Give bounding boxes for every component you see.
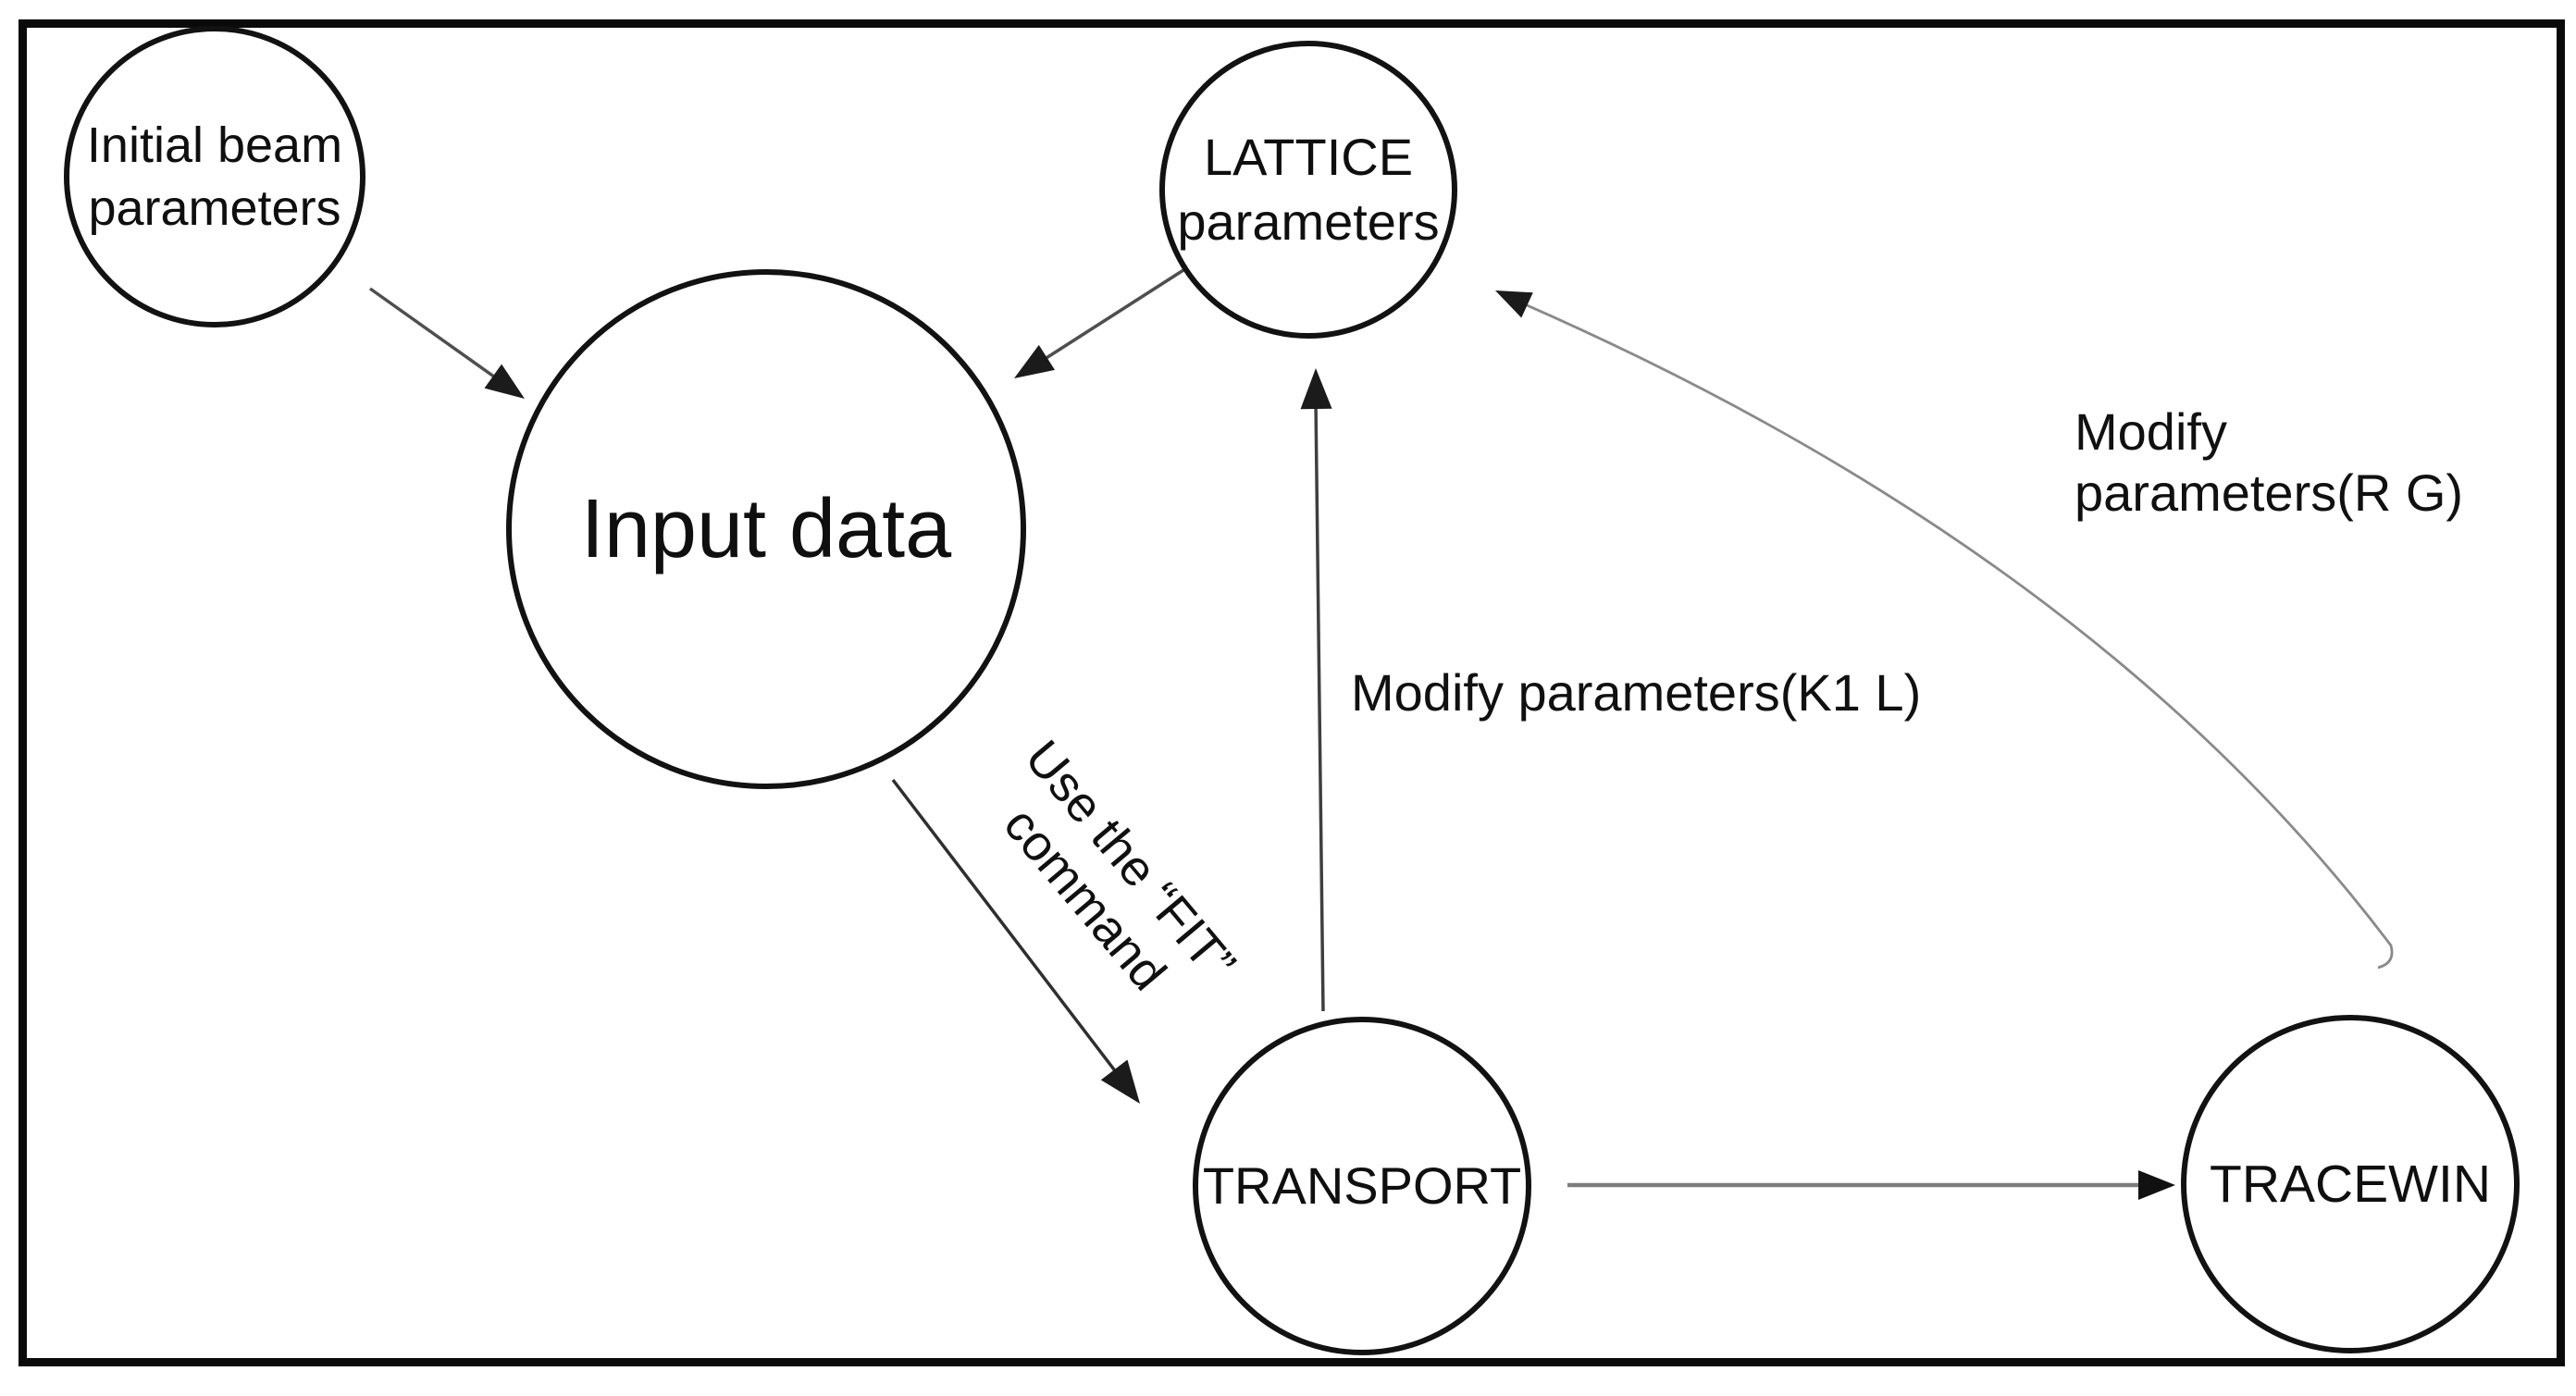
- node-lattice-parameters: LATTICE parameters: [1159, 41, 1457, 339]
- node-transport-label: TRANSPORT: [1202, 1156, 1522, 1215]
- arrowhead-transport-to-tracewin: [2138, 1170, 2175, 1200]
- arrow-initial-to-input: [368, 287, 500, 381]
- node-tracewin-label: TRACEWIN: [2210, 1155, 2491, 1214]
- arrowhead-input-to-transport: [1100, 1059, 1140, 1104]
- arrow-lattice-to-input: [1041, 268, 1184, 363]
- diagram-border-frame: [19, 19, 2565, 1366]
- node-input-data-label: Input data: [580, 483, 952, 575]
- arrowhead-tracewin-to-lattice: [1495, 290, 1533, 318]
- arrowhead-initial-to-input: [484, 364, 525, 399]
- node-tracewin: TRACEWIN: [2181, 1015, 2520, 1353]
- arrowhead-transport-to-lattice: [1300, 368, 1332, 410]
- edge-label-modify-parameters-r-g: Modify parameters(R G): [2074, 402, 2464, 522]
- node-initial-beam-parameters: Initial beam parameters: [64, 26, 365, 327]
- arrowhead-lattice-to-input: [1014, 344, 1056, 378]
- arrow-tracewin-to-lattice: [1509, 296, 2394, 970]
- node-initial-beam-parameters-label: Initial beam parameters: [86, 117, 343, 236]
- edge-label-modify-parameters-k1-l: Modify parameters(K1 L): [1351, 663, 1922, 722]
- arrow-transport-to-lattice: [1314, 401, 1325, 1012]
- node-input-data: Input data: [506, 269, 1026, 789]
- node-lattice-parameters-label: LATTICE parameters: [1177, 128, 1440, 251]
- arrow-input-to-transport: [891, 778, 1121, 1079]
- node-transport: TRANSPORT: [1193, 1017, 1531, 1355]
